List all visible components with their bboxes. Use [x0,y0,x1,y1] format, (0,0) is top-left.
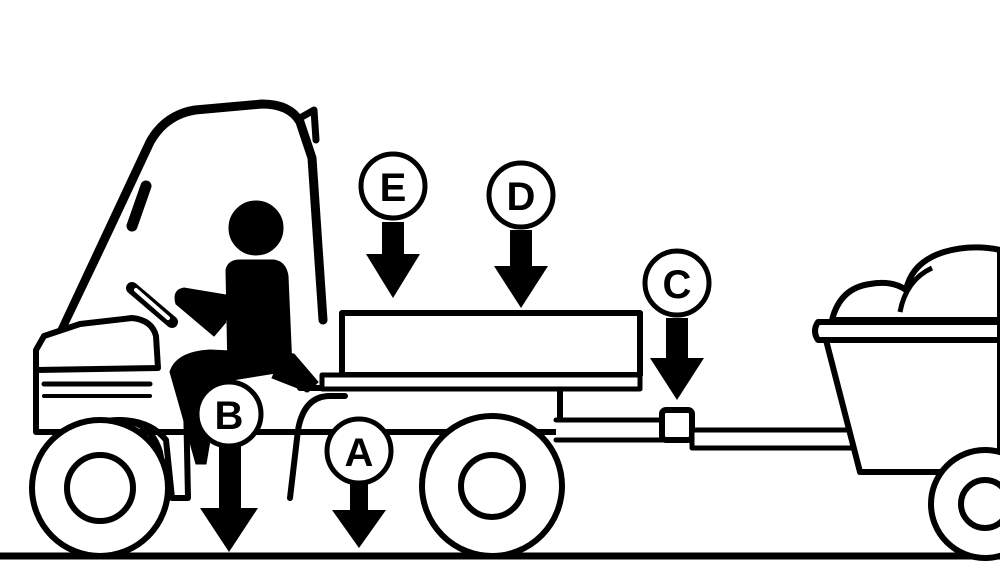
callout-c: C [642,248,712,400]
arrow-head-c [650,358,704,400]
callout-circle-e [358,151,428,221]
callout-d: D [486,160,556,308]
arrow-head-a [332,510,386,548]
cage-grip [126,180,152,232]
arrow-shaft-a [350,484,368,514]
utility-vehicle [29,99,703,559]
operator-head [228,200,284,256]
callout-a: A [324,416,394,548]
callout-circle-d [486,160,556,230]
trailer-wheel [928,447,1000,561]
arrow-shaft-b [219,446,241,512]
arrow-head-d [494,266,548,308]
callout-circle-a [324,416,394,486]
arrow-shaft-e [382,222,404,258]
operator-arm [174,287,233,337]
callout-circle-b [194,379,264,449]
arrow-head-b [200,508,258,552]
rear-fender [287,393,348,501]
hood [33,315,161,373]
callout-label-a: A [345,431,374,475]
operator-foot [271,363,319,393]
arrow-shaft-d [510,230,532,270]
callout-label-e: E [380,166,407,210]
callout-label-b: B [215,394,244,438]
callout-e: E [358,151,428,298]
trailer [689,244,1000,561]
callout-circle-c [642,248,712,318]
callout-b: B [194,379,264,552]
hitch [659,407,695,443]
arrow-head-e [366,254,420,298]
callout-label-d: D [507,175,536,219]
front-wheel [29,417,171,559]
trailer-body [823,337,1000,475]
cargo-box [339,310,643,378]
rear-wheel [419,413,565,559]
trailer-load [829,244,1000,323]
operator-torso [225,259,293,373]
rear-frame [553,417,668,443]
callout-label-c: C [663,263,692,307]
arrow-shaft-c [666,318,688,362]
